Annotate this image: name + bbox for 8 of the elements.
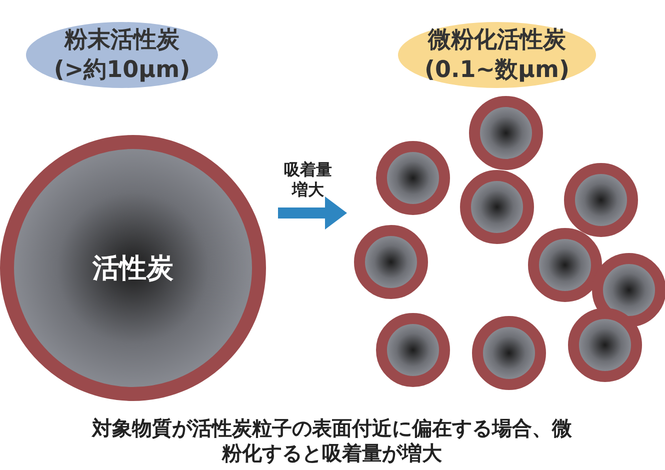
caption: 対象物質が活性炭粒子の表面付近に偏在する場合、微粉化すると吸着量が増大 [90, 416, 573, 466]
particle-label: 活性炭 [92, 252, 174, 286]
heading-text: 微粉化活性炭 [428, 26, 566, 55]
heading-text: 粉末活性炭 [64, 26, 180, 55]
edge-label: 吸着量増大 [283, 160, 333, 200]
heading-text: (>約10μm) [54, 56, 190, 85]
heading-text: (0.1~数μm) [424, 56, 570, 85]
arrow [278, 196, 347, 230]
